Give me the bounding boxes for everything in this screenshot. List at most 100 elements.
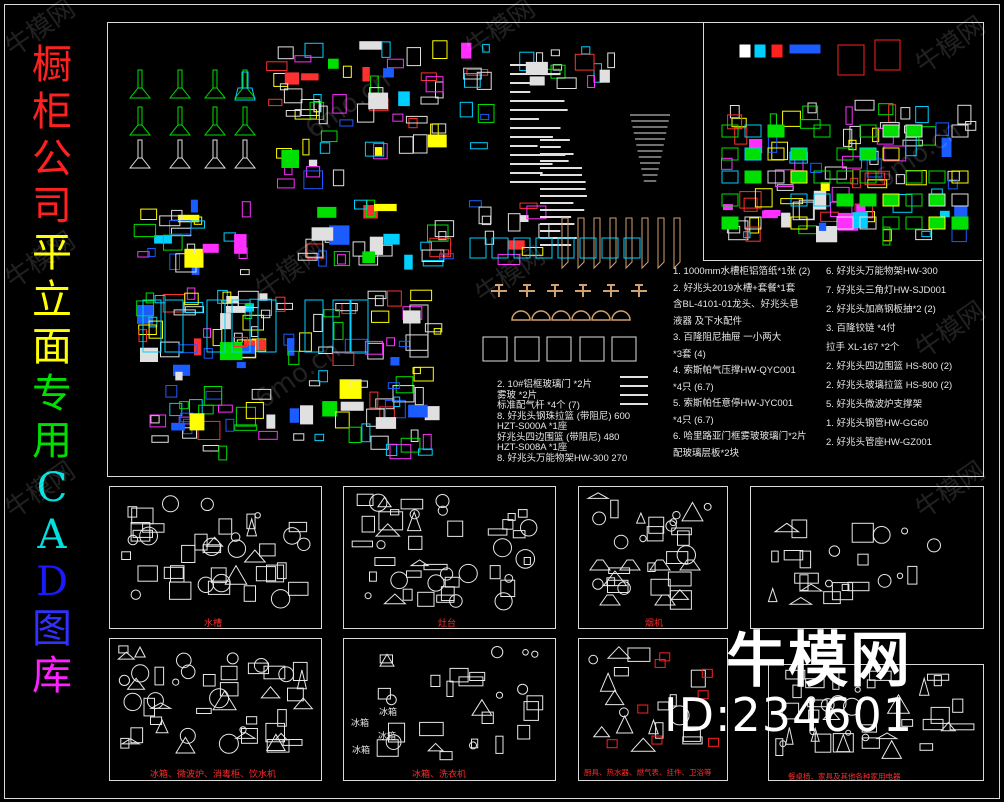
range-hood-symbol <box>203 106 227 136</box>
appliance-block <box>607 52 615 69</box>
appliance-block <box>824 166 847 180</box>
panel-symbol <box>828 545 841 557</box>
cabinet-symbol <box>813 124 831 138</box>
panel-furniture[interactable] <box>768 664 984 781</box>
panel-symbol <box>487 528 508 536</box>
panel-symbol <box>265 733 286 751</box>
cabinet-symbol <box>905 193 923 207</box>
panel-symbol <box>814 733 832 753</box>
appliance-block <box>782 110 801 127</box>
panel-symbol <box>610 499 619 519</box>
appliance-block <box>342 65 352 78</box>
appliance-block <box>205 390 223 400</box>
appliance-block <box>581 46 591 55</box>
appliance-block <box>398 340 410 348</box>
title-char: 平 <box>32 230 72 276</box>
appliance-block <box>367 290 387 300</box>
appliance-block <box>507 213 521 232</box>
appliance-block <box>169 402 183 417</box>
panel-symbol <box>246 513 256 530</box>
panel-hood[interactable] <box>578 486 728 629</box>
appliance-block <box>370 435 389 450</box>
panel-symbol <box>791 519 808 539</box>
cabinet-symbol <box>721 147 739 161</box>
appliance-block <box>780 198 804 205</box>
panel-symbol <box>390 571 408 590</box>
panel-symbol <box>253 658 269 673</box>
appliance-block <box>266 61 288 71</box>
panel-fridge-washer[interactable] <box>343 638 556 781</box>
panel-symbol <box>606 577 616 587</box>
panel-symbol <box>655 722 664 739</box>
appliance-block <box>850 177 859 185</box>
panel-symbol <box>126 677 146 690</box>
panel-symbol <box>820 698 835 712</box>
note-line: 8. 好兆头万能物架HW-300 270 <box>497 452 628 464</box>
note-line: 好兆头四边围篮 (带阻尼) 480 <box>497 431 620 443</box>
title-char: 图 <box>32 606 72 652</box>
appliance-block <box>526 205 547 220</box>
handle-symbol <box>491 284 507 297</box>
appliance-block <box>150 415 160 424</box>
appliance-block <box>374 147 383 157</box>
appliance-block <box>339 119 354 127</box>
panel-symbol <box>123 692 142 712</box>
appliance-block <box>171 422 185 431</box>
appliance-block <box>729 105 740 119</box>
cabinet-symbol <box>874 39 901 71</box>
panel-symbol <box>437 505 448 516</box>
appliance-block <box>219 342 243 361</box>
panel-symbol <box>491 646 504 659</box>
panel-symbol <box>771 550 779 563</box>
panel-utensils[interactable] <box>578 638 728 781</box>
panel-symbol <box>139 526 159 546</box>
panel-sink[interactable] <box>109 486 322 629</box>
appliance-block <box>202 445 220 452</box>
appliance-block <box>364 340 384 355</box>
panel-appliances[interactable] <box>109 638 322 781</box>
panel-symbol <box>896 572 904 579</box>
panel-symbol <box>180 664 196 680</box>
appliance-block <box>198 404 214 415</box>
appliance-block <box>422 260 444 267</box>
panel-symbol <box>773 522 801 533</box>
panel-symbol <box>406 570 422 578</box>
appliance-block <box>361 423 371 443</box>
cabinet-symbol <box>744 170 762 184</box>
fridge-label: 冰箱 <box>352 745 371 755</box>
panel-symbol <box>901 527 909 535</box>
note-line: 含BL-4101-01龙头、好兆头皂 <box>673 299 799 310</box>
panel-symbol <box>650 578 671 596</box>
appliance-block <box>169 253 181 271</box>
appliance-block <box>386 58 404 69</box>
panel-symbol <box>266 564 285 583</box>
panel-symbol <box>606 739 618 749</box>
appliance-block <box>721 157 733 170</box>
appliance-block <box>309 101 324 121</box>
appliance-block <box>410 429 419 442</box>
appliance-block <box>414 387 424 406</box>
appliance-block <box>900 107 911 120</box>
appliance-block <box>223 232 237 242</box>
panel-stove[interactable] <box>343 486 556 629</box>
appliance-block <box>333 321 344 340</box>
appliance-block <box>599 69 610 83</box>
note-line: 1. 好兆头钢管HW-GG60 <box>826 418 929 429</box>
handle-symbol <box>591 310 611 321</box>
panel-fittings[interactable] <box>750 486 984 629</box>
appliance-block <box>521 247 544 256</box>
appliance-block <box>258 430 278 440</box>
appliance-block <box>260 309 271 319</box>
panel-symbol <box>901 719 914 727</box>
appliance-block <box>242 314 264 331</box>
panel-symbol <box>671 527 692 536</box>
panel-symbol <box>666 551 689 564</box>
hinge-symbol <box>609 217 617 270</box>
appliance-block <box>237 290 259 309</box>
appliance-block <box>463 67 482 80</box>
panel-symbol <box>146 692 164 710</box>
note-line: 2. 好兆头2019水槽+套餐*1套 <box>673 282 796 294</box>
range-hood-symbol <box>234 71 256 101</box>
appliance-block <box>288 350 300 365</box>
panel-symbol <box>400 498 424 510</box>
